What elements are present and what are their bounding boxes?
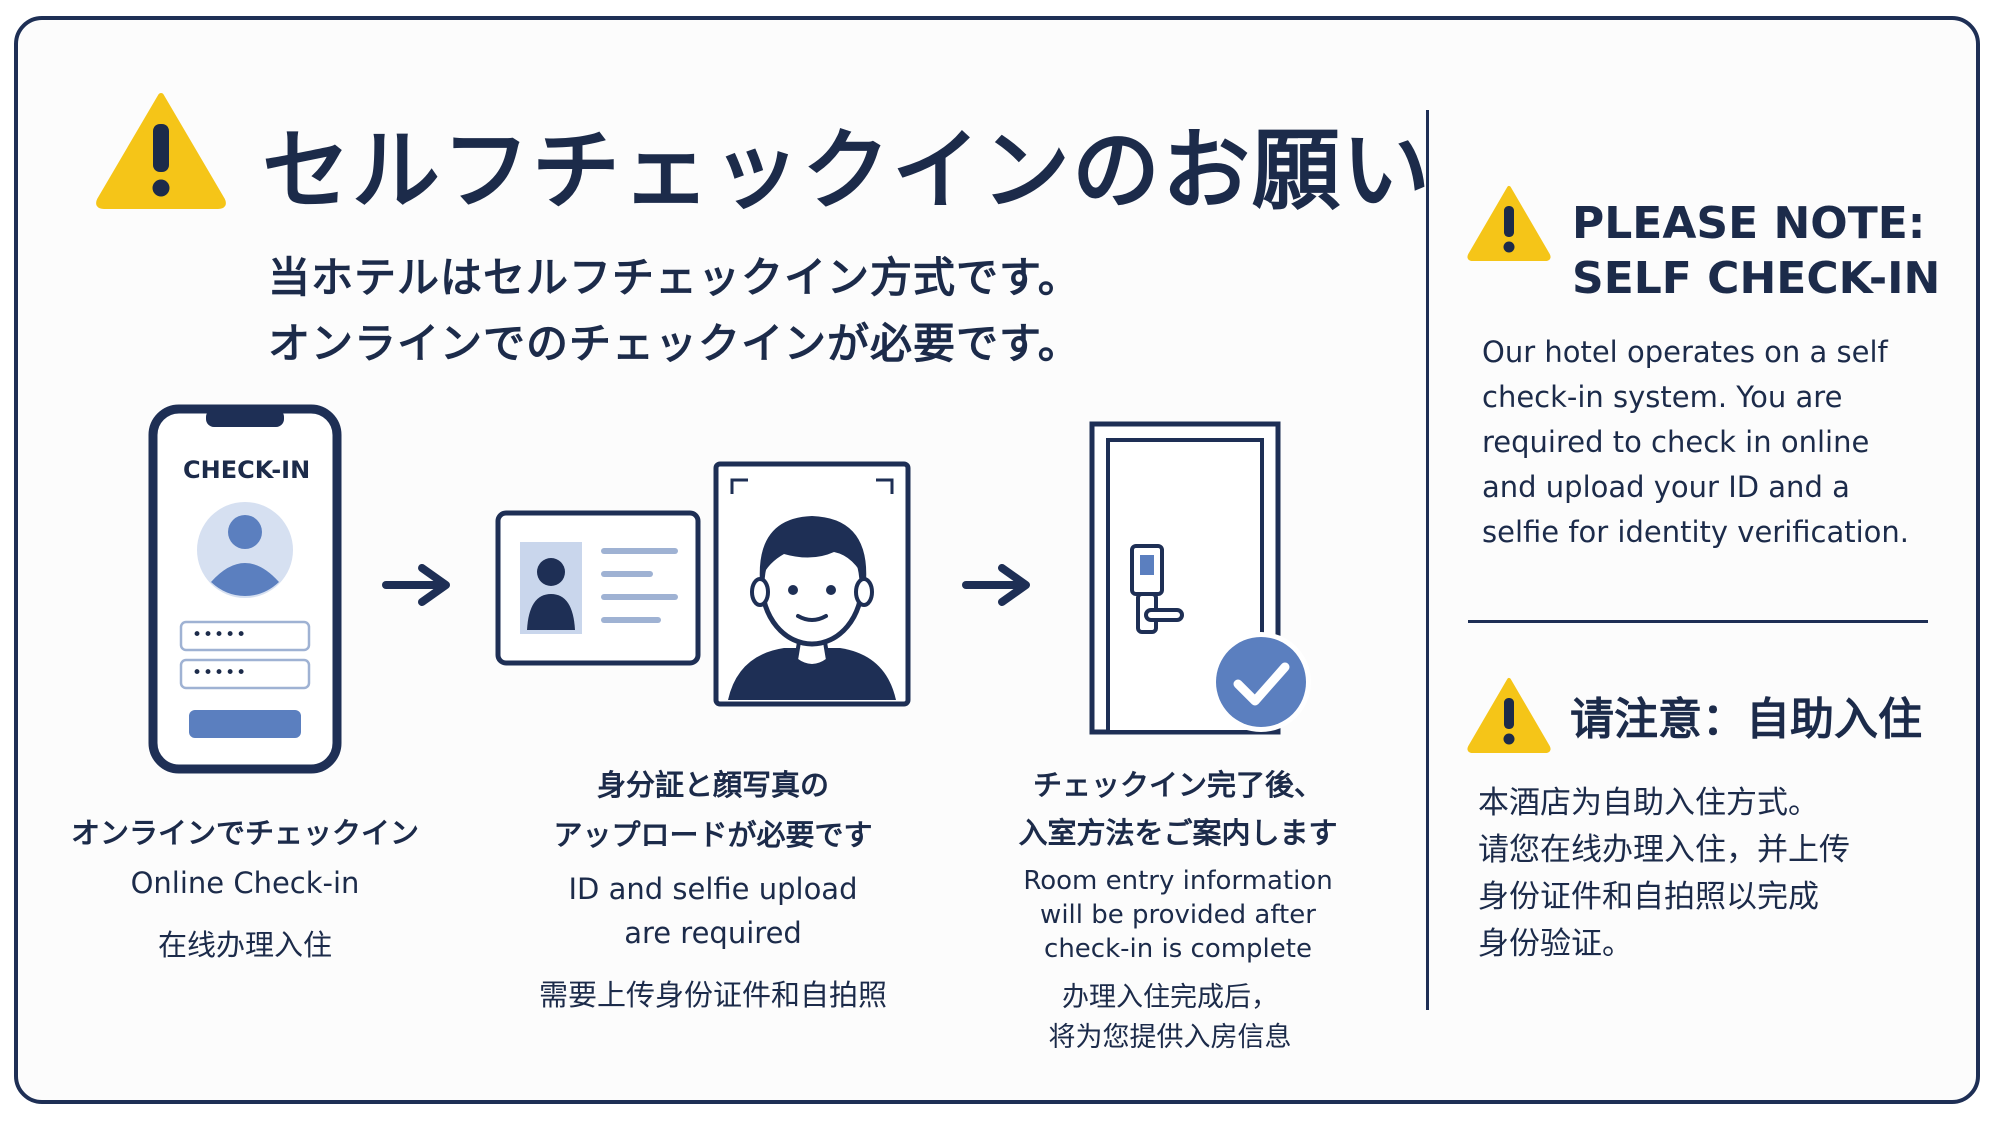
step2-caption-en-2: are required [624, 916, 802, 950]
english-note-body-line: check-in system. You are [1482, 380, 1843, 414]
phone-screen-label: CHECK-IN [183, 456, 311, 484]
chinese-note-body-line: 身份证件和自拍照以完成 [1478, 879, 1819, 915]
phone-field-1: ••••• [192, 625, 248, 645]
warning-triangle-icon [1467, 678, 1551, 753]
chinese-note-body: 本酒店为自助入住方式。 请您在线办理入住，并上传 身份证件和自拍照以完成 身份验… [1478, 780, 1850, 968]
english-note-heading-2: SELF CHECK-IN [1572, 253, 1941, 304]
step3-caption-jp-2: 入室方法をご案内します [1018, 816, 1338, 850]
english-note-body-line: and upload your ID and a [1482, 470, 1850, 504]
step1-caption-jp: オンラインでチェックイン [70, 816, 420, 850]
step2-caption-cn: 需要上传身份证件和自拍照 [538, 978, 888, 1012]
step1-caption-en: Online Check-in [130, 866, 360, 900]
english-note-body: Our hotel operates on a self check-in sy… [1482, 330, 1909, 555]
chinese-note-body-line: 本酒店为自助入住方式。 [1478, 785, 1819, 821]
step2-caption-jp-2: アップロードが必要です [553, 818, 873, 852]
id-card-and-selfie-icon [495, 461, 911, 707]
arrow-right-icon [962, 564, 1030, 606]
subtitle-line-1: 当ホテルはセルフチェックイン方式です。 [268, 253, 1081, 302]
smartphone-checkin-icon: CHECK-IN ••••• ••••• [148, 404, 342, 774]
english-note-body-line: required to check in online [1482, 425, 1870, 459]
step2-caption-en-1: ID and selfie upload [568, 872, 858, 906]
english-note-body-line: selfie for identity verification. [1482, 515, 1910, 549]
step2-caption-jp-1: 身分証と顔写真の [596, 768, 830, 802]
english-note-body-line: Our hotel operates on a self [1482, 335, 1888, 369]
subtitle-line-2: オンラインでのチェックインが必要です。 [268, 319, 1081, 368]
step3-caption-cn-1: 办理入住完成后， [1062, 982, 1278, 1013]
warning-triangle-icon [1467, 186, 1551, 261]
horizontal-divider [1468, 620, 1928, 623]
step3-caption-cn-2: 将为您提供入房信息 [1048, 1022, 1292, 1053]
arrow-right-icon [382, 564, 450, 606]
step3-caption-en-3: check-in is complete [1044, 934, 1312, 964]
chinese-note-body-line: 身份验证。 [1478, 926, 1633, 962]
warning-triangle-icon [96, 93, 226, 209]
page-title: セルフチェックインのお願い [262, 119, 1433, 222]
chinese-note-heading: 请注意：自助入住 [1570, 694, 1922, 745]
step3-caption-jp-1: チェックイン完了後、 [1032, 768, 1324, 802]
door-smartlock-check-icon [1089, 421, 1311, 735]
english-note-heading-1: PLEASE NOTE: [1572, 198, 1926, 249]
vertical-divider [1426, 110, 1429, 1010]
step1-caption-cn: 在线办理入住 [157, 928, 333, 962]
phone-field-2: ••••• [192, 663, 248, 683]
notice-frame [14, 16, 1980, 1104]
chinese-note-body-line: 请您在线办理入住，并上传 [1478, 832, 1850, 868]
step3-caption-en-1: Room entry information [1023, 866, 1333, 896]
step3-caption-en-2: will be provided after [1040, 900, 1316, 930]
